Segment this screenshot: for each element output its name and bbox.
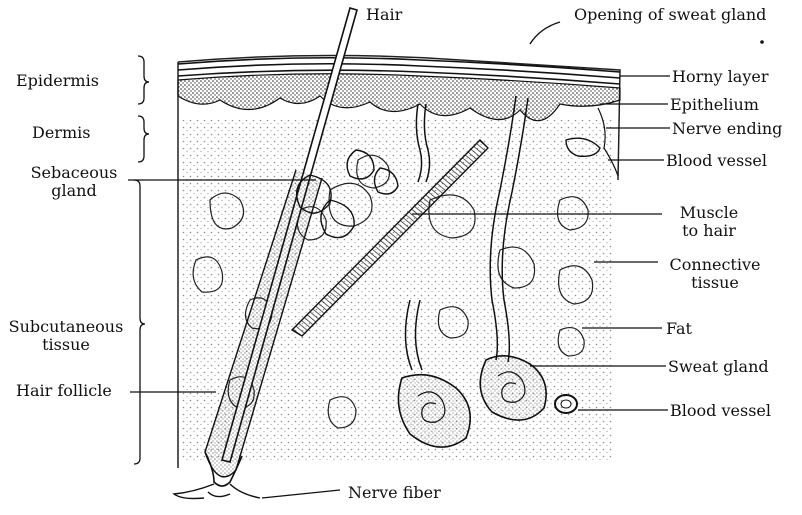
label-sebaceous-gland-line1: Sebaceous bbox=[14, 164, 134, 182]
label-connective-line2: tissue bbox=[658, 274, 772, 292]
left-brackets bbox=[134, 56, 149, 464]
label-opening-of-sweat-gland: Opening of sweat gland bbox=[574, 6, 766, 24]
label-connective-line1: Connective bbox=[658, 256, 772, 274]
label-blood-vessel-lower: Blood vessel bbox=[670, 402, 771, 420]
label-dermis: Dermis bbox=[32, 124, 90, 142]
epithelium-band bbox=[178, 74, 620, 121]
opening-pointer bbox=[530, 22, 560, 44]
label-subcutaneous-line1: Subcutaneous bbox=[2, 318, 130, 336]
label-blood-vessel-upper: Blood vessel bbox=[666, 152, 767, 170]
label-epithelium: Epithelium bbox=[670, 96, 759, 114]
label-sweat-gland: Sweat gland bbox=[668, 358, 769, 376]
label-hair: Hair bbox=[366, 6, 402, 24]
label-nerve-ending: Nerve ending bbox=[672, 120, 782, 138]
label-subcutaneous-line2: tissue bbox=[2, 336, 130, 354]
label-nerve-fiber: Nerve fiber bbox=[348, 484, 441, 502]
label-horny-layer: Horny layer bbox=[672, 68, 768, 86]
label-hair-follicle: Hair follicle bbox=[16, 382, 112, 400]
nerve-fiber-shape bbox=[174, 484, 260, 499]
label-sebaceous-gland-line2: gland bbox=[14, 182, 134, 200]
label-epidermis: Epidermis bbox=[16, 72, 99, 90]
label-muscle-line2: to hair bbox=[664, 222, 754, 240]
label-fat: Fat bbox=[666, 320, 692, 338]
label-muscle-line1: Muscle bbox=[664, 204, 754, 222]
